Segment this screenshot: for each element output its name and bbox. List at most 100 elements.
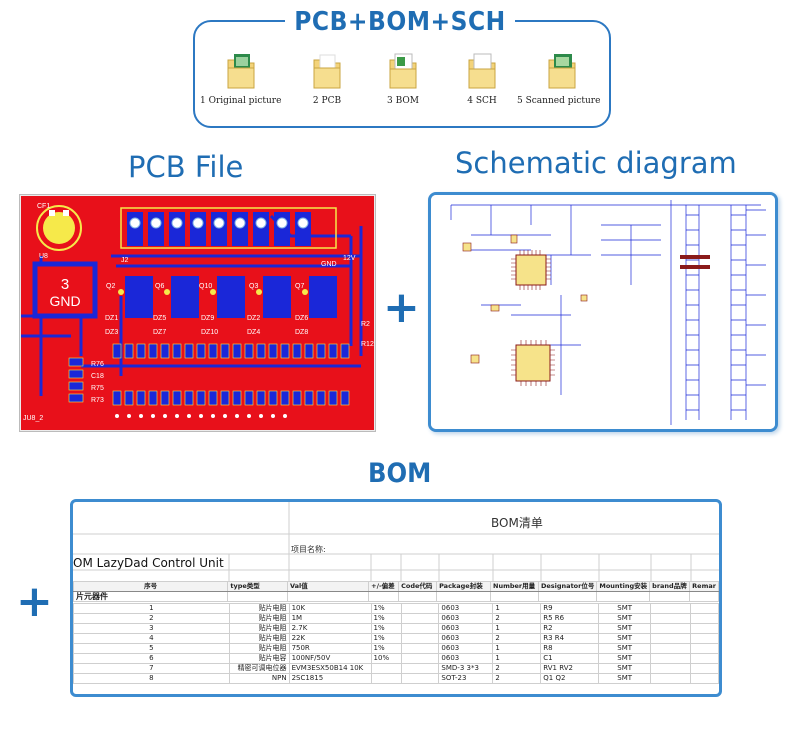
table-cell	[650, 663, 691, 674]
table-cell: R5 R6	[540, 613, 600, 624]
table-cell	[689, 663, 719, 674]
table-cell	[689, 623, 719, 634]
table-cell: 6	[73, 653, 230, 664]
pcb-label-dz4: DZ4	[247, 329, 260, 336]
table-cell: 3	[73, 623, 230, 634]
table-cell: C1	[540, 653, 600, 664]
table-cell: 精密可调电位器	[228, 663, 290, 674]
table-cell: 4	[73, 633, 230, 644]
bom-header-row: 序号 type类型 Val值 +/-偏差 Code代码 Package封装 Nu…	[73, 581, 719, 592]
pcb-label-dz10: DZ10	[201, 329, 218, 336]
table-cell: 2.7K	[288, 623, 372, 634]
bom-header-cell: Package封装	[436, 581, 492, 592]
table-cell: 2	[492, 673, 542, 684]
bom-header-cell: brand品牌	[649, 581, 691, 592]
bom-header-cell: Designator位号	[537, 581, 598, 592]
pcb-label-q10: Q10	[199, 283, 212, 290]
pcb-label-r12: R12	[361, 341, 374, 348]
table-cell: 1	[492, 653, 542, 664]
table-cell: NPN	[228, 673, 290, 684]
bom-table: 序号 type类型 Val值 +/-偏差 Code代码 Package封装 Nu…	[73, 581, 719, 602]
table-cell: SMT	[598, 653, 652, 664]
folder-original-picture[interactable]: 1 Original picture	[200, 52, 281, 106]
pcb-heading: PCB File	[128, 150, 244, 184]
pcb-label-dz9: DZ9	[201, 315, 214, 322]
pcb-label-cf1: CF1	[37, 203, 50, 210]
table-cell: 1	[73, 603, 230, 614]
pcb-label-q7: Q7	[295, 283, 304, 290]
table-cell: 2	[492, 633, 542, 644]
folder-with-document-icon	[467, 52, 497, 90]
table-cell: 贴片电阻	[228, 623, 290, 634]
table-cell	[650, 623, 691, 634]
bom-header-cell: Remar	[689, 581, 719, 592]
pcb-label-dz8: DZ8	[295, 329, 308, 336]
table-cell: 1%	[370, 603, 402, 614]
table-cell	[689, 603, 719, 614]
table-cell: SMT	[598, 603, 652, 614]
table-cell: SMD-3 3*3	[438, 663, 494, 674]
table-cell	[400, 633, 440, 644]
bom-header-cell: Number用量	[490, 581, 539, 592]
pcb-label-big-gnd: GND	[49, 293, 80, 309]
pcb-label-r2: R2	[361, 321, 370, 328]
table-cell: R2	[540, 623, 600, 634]
plus-sign: +	[383, 282, 420, 333]
table-cell: 22K	[288, 633, 372, 644]
folder-label: 4 SCH	[467, 96, 497, 106]
table-cell: 贴片电容	[228, 653, 290, 664]
schematic-heading: Schematic diagram	[455, 146, 737, 180]
table-cell	[650, 653, 691, 664]
bom-header-cell: Val值	[286, 581, 370, 592]
table-cell: 0603	[438, 623, 494, 634]
table-cell: 1M	[288, 613, 372, 624]
table-cell: 1%	[370, 613, 402, 624]
table-cell	[400, 603, 440, 614]
bom-group-row: 片元器件	[73, 591, 719, 602]
table-cell	[400, 663, 440, 674]
table-cell: Q1 Q2	[540, 673, 600, 684]
table-cell: R9	[540, 603, 600, 614]
pcb-label-dz3: DZ3	[105, 329, 118, 336]
folder-pcb[interactable]: 2 PCB	[312, 52, 342, 106]
pcb-label-dz6: DZ6	[295, 315, 308, 322]
table-cell: 0603	[438, 603, 494, 614]
table-cell	[689, 673, 719, 684]
table-cell: 5	[73, 643, 230, 654]
pcb-label-gnd: GND	[321, 261, 337, 268]
folder-with-image-icon	[226, 52, 256, 90]
table-cell: 10K	[288, 603, 372, 614]
table-cell: 0603	[438, 613, 494, 624]
table-cell: R3 R4	[540, 633, 600, 644]
table-cell	[400, 623, 440, 634]
bom-header-cell: +/-偏差	[368, 581, 400, 592]
table-cell: 10%	[370, 653, 402, 664]
table-cell	[689, 613, 719, 624]
table-cell	[689, 643, 719, 654]
table-cell: 1	[492, 643, 542, 654]
bom-title: BOM清单	[491, 516, 543, 530]
folder-label: 5 Scanned picture	[517, 96, 601, 106]
table-cell	[650, 643, 691, 654]
table-cell	[370, 673, 402, 684]
table-cell	[400, 653, 440, 664]
table-cell: SMT	[598, 673, 652, 684]
pcb-image: CF1 U8 3 GND J2 GND 12V Q2 Q6 Q10 Q3	[21, 196, 374, 430]
table-cell: 750R	[288, 643, 372, 654]
folder-bom[interactable]: 3 BOM	[387, 52, 419, 106]
folder-scanned-picture[interactable]: 5 Scanned picture	[517, 52, 600, 106]
table-cell: 0603	[438, 653, 494, 664]
table-cell	[400, 613, 440, 624]
table-cell: 1	[492, 623, 542, 634]
table-cell: 2	[492, 663, 542, 674]
bom-header-cell: Code代码	[398, 581, 438, 592]
table-cell	[400, 643, 440, 654]
folder-sch[interactable]: 4 SCH	[467, 52, 497, 106]
schematic-image	[428, 192, 778, 432]
table-cell: 贴片电阻	[228, 633, 290, 644]
